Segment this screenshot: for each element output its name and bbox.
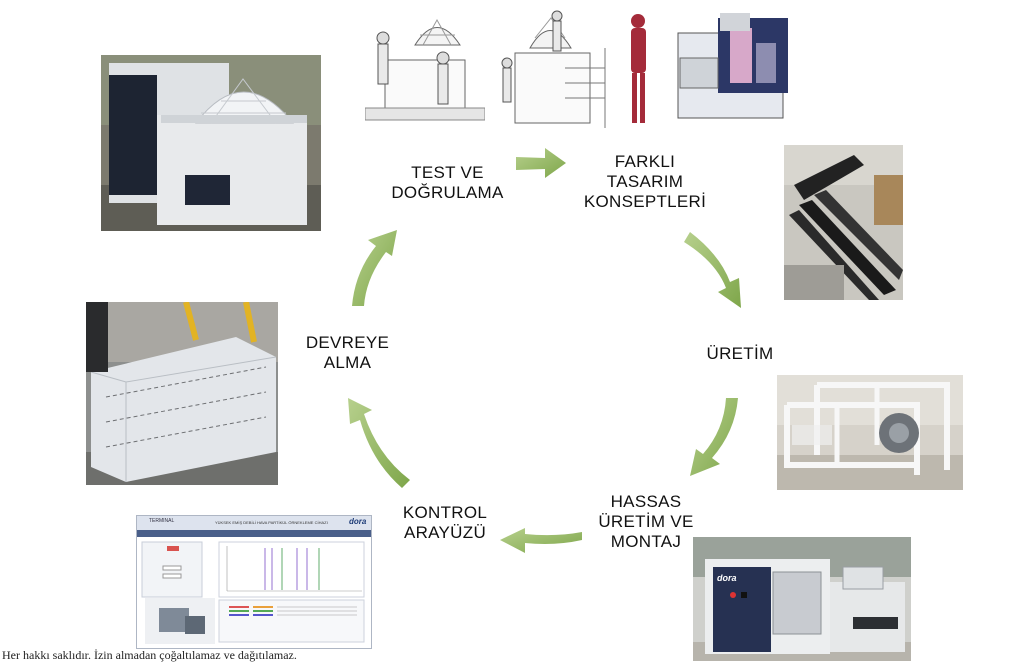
step-label-commissioning: DEVREYE ALMA (305, 333, 390, 372)
photo-assembled-machine: dora (693, 537, 911, 661)
photo-frame-blower (777, 375, 963, 490)
photo-wrapped-machine (86, 302, 278, 485)
step-label-test: TEST VE DOĞRULAMA (391, 163, 504, 202)
wrapped-machine-illustration (86, 302, 278, 485)
hmi-screenshot: TERMINAL YÜKSEK EMİŞ DEBİLİ HAVA PARTİKÜ… (136, 515, 372, 649)
step-label-production: ÜRETİM (706, 344, 774, 363)
arrow-control-to-commissioning (348, 398, 410, 488)
arrow-production-to-assembly (690, 398, 738, 476)
sketch-dome-open-icon (365, 18, 485, 121)
sketch-platform-icon (501, 10, 606, 128)
hmi-titlebar: TERMINAL YÜKSEK EMİŞ DEBİLİ HAVA PARTİKÜ… (137, 516, 371, 530)
photo-dome-machine (101, 55, 321, 231)
arrow-test-to-design (516, 148, 566, 178)
photo-steel-profiles (784, 145, 903, 300)
copyright-footer: Her hakkı saklıdır. İzin almadan çoğaltı… (2, 648, 297, 662)
sketch-cutaway-icon (631, 13, 788, 123)
arrow-assembly-to-control (500, 528, 582, 553)
steel-profiles-illustration (784, 145, 903, 300)
dome-machine-illustration (101, 55, 321, 231)
step-label-control: KONTROL ARAYÜZÜ (402, 503, 488, 542)
frame-blower-illustration (777, 375, 963, 490)
hmi-brand: TERMINAL (149, 518, 175, 524)
hmi-panel-illustration (137, 530, 371, 644)
hmi-title: YÜKSEK EMİŞ DEBİLİ HAVA PARTİKÜL ÖRNEKLE… (215, 520, 328, 525)
arrow-design-to-production (684, 232, 741, 308)
hmi-logo: dora (349, 517, 367, 526)
step-label-design: FARKLI TASARIM KONSEPTLERİ (583, 152, 707, 211)
arrow-commissioning-to-test (352, 230, 397, 306)
assembled-machine-illustration (693, 537, 911, 661)
step-label-assembly: HASSAS ÜRETİM VE MONTAJ (598, 492, 694, 551)
design-sketch-3 (620, 3, 795, 133)
design-sketch-2 (495, 8, 613, 133)
machine-logo: dora (717, 573, 737, 583)
design-sketch-1 (365, 10, 485, 130)
